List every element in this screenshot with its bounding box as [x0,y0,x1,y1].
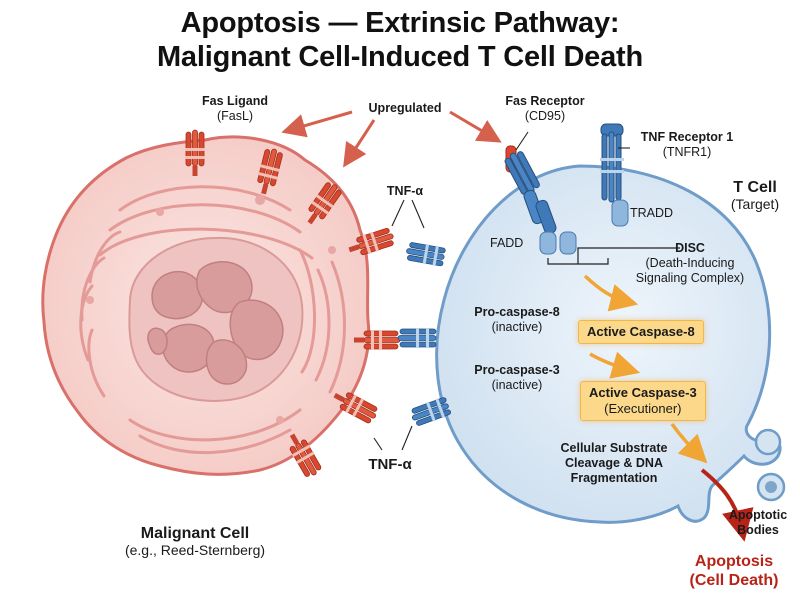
pro-caspase-3-label: Pro-caspase-3(inactive) [474,363,560,392]
apoptosis-label: Apoptosis(Cell Death) [689,553,779,589]
t-cell-label: T Cell(Target) [730,179,780,212]
fas-receptor-label: Fas Receptor(CD95) [505,94,585,123]
tnf-receptor-bound-1 [404,240,447,268]
leader-lines [373,131,630,451]
pro-caspase-8-label: Pro-caspase-8(inactive) [474,305,560,334]
upregulated-label: Upregulated [368,101,442,115]
malignant-cell [41,135,371,476]
active-caspase-3-box: Active Caspase-3(Executioner) [580,381,706,421]
tnf-alpha-top-label: TNF-α [386,184,424,198]
tradd-label: TRADD [630,206,674,220]
fas-receptor-bound [397,327,437,349]
fas-receptor [504,145,577,255]
tnf-alpha-bottom-label: TNF-α [368,456,412,473]
tnf-receptor-1 [600,123,629,227]
tnf-receptor-label: TNF Receptor 1(TNFR1) [640,130,734,159]
title-line-1: Apoptosis — Extrinsic Pathway: [180,7,620,39]
apoptosis-arrow [700,468,754,542]
t-cell [435,164,786,524]
cascade-arrows [583,274,708,464]
malignant-cell-label: Malignant Cell(e.g., Reed-Sternberg) [124,525,266,558]
active-caspase-8-box: Active Caspase-8 [578,320,704,344]
fadd-label: FADD [490,236,524,250]
title-line-2: Malignant Cell-Induced T Cell Death [156,41,644,73]
disc-bracket [547,247,680,265]
upregulated-arrows [281,110,502,168]
tnf-receptor-bound-2 [408,395,453,429]
fas-ligand-label: Fas Ligand(FasL) [202,94,268,123]
